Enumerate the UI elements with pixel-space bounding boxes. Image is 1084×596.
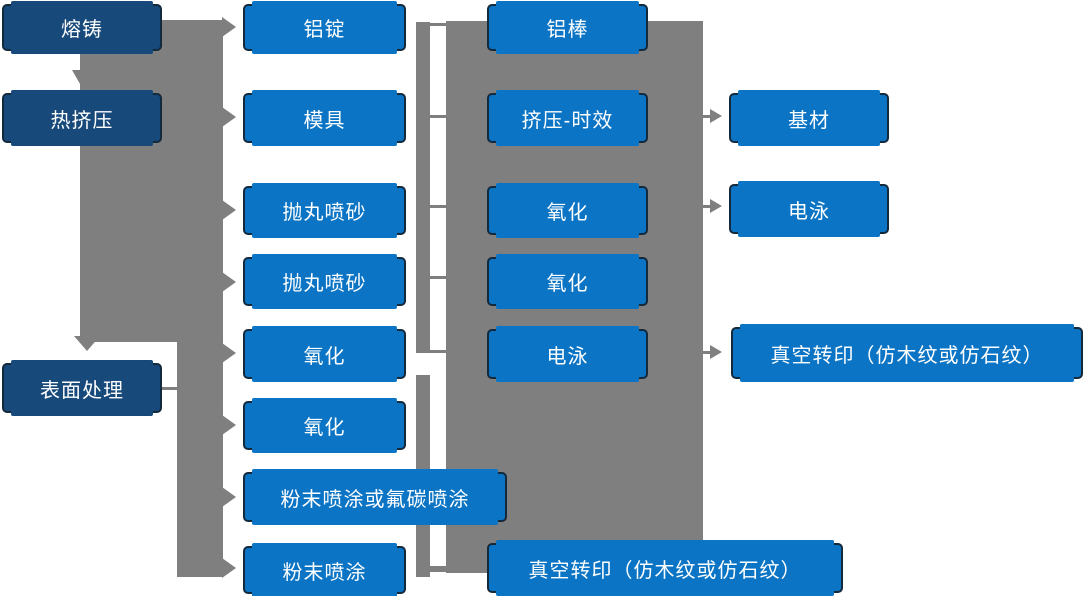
node-oxidation-3: 氧化 (487, 183, 648, 238)
node-label: 铝棒 (546, 19, 589, 41)
connector-stem-to-electrophoresis-2 (702, 205, 711, 208)
node-oxidation-2: 氧化 (243, 398, 406, 453)
node-powder-or-fluorocarbon-coating: 粉末喷涂或氟碳喷涂 (243, 469, 507, 525)
node-aluminum-ingot: 铝锭 (243, 1, 406, 54)
node-base-material: 基材 (729, 90, 889, 146)
arrowhead-to-aluminum-ingot (222, 17, 239, 37)
connector-middle-tick-4 (430, 276, 447, 279)
node-label: 氧化 (303, 345, 346, 368)
node-shot-blast-sandblast-2: 抛丸喷砂 (243, 254, 406, 309)
node-label: 电泳 (546, 345, 589, 368)
arrowhead-to-shot-blast-2 (222, 272, 239, 292)
connector-middle-tick-2 (430, 115, 447, 118)
arrowhead-to-oxidation-2 (222, 415, 239, 435)
connector-stem-to-base-material (702, 115, 711, 118)
arrowhead-to-base-material (710, 109, 725, 123)
node-label: 氧化 (546, 273, 589, 295)
connector-middle-tick-3 (430, 205, 447, 208)
node-vacuum-transfer-print-1: 真空转印（仿木纹或仿石纹） (487, 540, 843, 596)
connector-left-band-lower (177, 340, 223, 577)
connector-middle-tick-5 (430, 350, 447, 353)
connector-middle-tick-1 (430, 23, 447, 26)
connector-surface-treatment-tick (161, 387, 178, 390)
node-label: 氧化 (303, 417, 346, 439)
arrowhead-to-electrophoresis-2 (710, 199, 725, 213)
connector-middle-tick-6 (430, 566, 447, 572)
node-extrusion-aging: 挤压-时效 (487, 90, 648, 146)
node-label: 真空转印（仿木纹或仿石纹） (528, 559, 802, 582)
node-vacuum-transfer-print-2: 真空转印（仿木纹或仿石纹） (731, 324, 1083, 382)
node-label: 抛丸喷砂 (282, 202, 367, 224)
node-label: 铝锭 (303, 19, 346, 41)
node-label: 氧化 (546, 202, 589, 224)
node-oxidation-1: 氧化 (243, 326, 406, 382)
arrowhead-down-to-hot-extrusion (72, 70, 88, 87)
node-label: 模具 (303, 109, 346, 132)
node-label: 真空转印（仿木纹或仿石纹） (770, 344, 1044, 367)
arrowhead-to-powder-coating (222, 558, 239, 578)
node-melting-casting: 熔铸 (2, 1, 162, 54)
node-surface-treatment: 表面处理 (2, 360, 162, 416)
node-label: 表面处理 (40, 379, 124, 402)
node-label: 电泳 (788, 200, 830, 223)
arrowhead-to-shot-blast-1 (222, 200, 239, 220)
node-label: 熔铸 (61, 19, 103, 41)
node-aluminum-rod: 铝棒 (487, 1, 648, 54)
node-electrophoresis-2: 电泳 (729, 181, 889, 237)
node-electrophoresis-1: 电泳 (487, 326, 648, 382)
node-hot-extrusion: 热挤压 (2, 90, 162, 146)
arrowhead-to-oxidation-1 (222, 343, 239, 363)
arrowhead-to-powder-fluorocarbon (222, 487, 239, 507)
connector-middle-strip-upper (416, 22, 430, 353)
arrowhead-down-to-surface-treatment (74, 336, 100, 354)
node-label: 挤压-时效 (521, 109, 614, 132)
node-label: 基材 (788, 109, 830, 132)
node-label: 热挤压 (50, 109, 114, 132)
node-label: 粉末喷涂 (282, 561, 367, 584)
node-label: 粉末喷涂或氟碳喷涂 (280, 488, 470, 511)
connector-stem-to-vacuum-transfer-2 (702, 351, 711, 354)
node-shot-blast-sandblast-1: 抛丸喷砂 (243, 183, 406, 238)
node-label: 抛丸喷砂 (282, 273, 367, 295)
arrowhead-to-vacuum-transfer-2 (710, 345, 725, 359)
connector-left-band-upper (80, 20, 223, 342)
node-oxidation-4: 氧化 (487, 254, 648, 309)
node-powder-coating: 粉末喷涂 (243, 543, 406, 596)
node-mold: 模具 (243, 90, 406, 146)
arrowhead-to-mold (222, 107, 239, 127)
